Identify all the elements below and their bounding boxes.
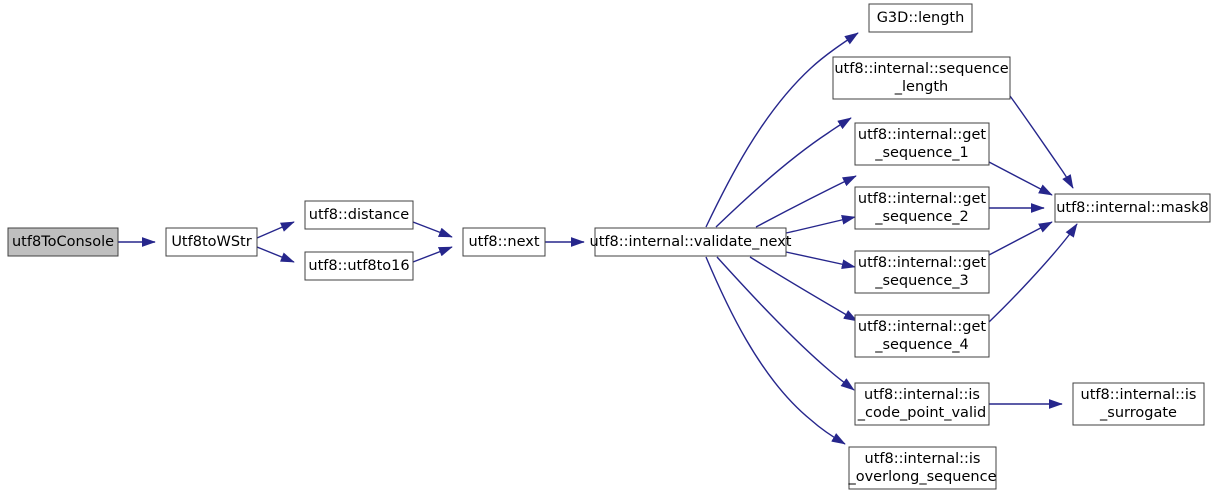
edge-utf8-internal-validate-next-to-utf8-internal-get-sequence-4: [749, 256, 858, 322]
node-box-utf8-internal-get-sequence-1[interactable]: [854, 122, 990, 166]
node-utf8-utf8to16[interactable]: utf8::utf8to16: [304, 251, 414, 281]
node-utf8-next[interactable]: utf8::next: [462, 227, 546, 257]
node-box-g3d-length[interactable]: [868, 3, 973, 33]
edge-utf8-utf8to16-to-utf8-next: [412, 246, 453, 263]
node-box-utf8-internal-sequence-length[interactable]: [832, 56, 1011, 100]
edge-utf8-internal-get-sequence-1-to-utf8-internal-mask8: [988, 161, 1053, 196]
node-utf8-internal-mask8[interactable]: utf8::internal::mask8: [1054, 193, 1211, 223]
node-box-utf8-internal-get-sequence-3[interactable]: [854, 250, 990, 294]
node-box-utf8-internal-get-sequence-4[interactable]: [854, 314, 990, 358]
edge-utf8-internal-validate-next-to-utf8-internal-get-sequence-1: [755, 175, 857, 228]
node-utf8towstr[interactable]: Utf8toWStr: [165, 227, 258, 257]
edge-utf8-internal-validate-next-to-utf8-internal-sequence-length: [715, 117, 852, 228]
node-box-utf8-next[interactable]: [462, 227, 546, 257]
edge-utf8-internal-validate-next-to-utf8-internal-get-sequence-3: [785, 251, 856, 269]
edge-utf8-internal-get-sequence-4-to-utf8-internal-mask8: [988, 223, 1078, 323]
node-box-utf8-internal-mask8[interactable]: [1054, 193, 1211, 223]
edge-utf8-internal-validate-next-to-g3d-length: [705, 32, 859, 228]
edges-layer: [118, 32, 1078, 445]
node-box-utf8-internal-validate-next[interactable]: [594, 227, 787, 257]
node-utf8-internal-is-surrogate[interactable]: utf8::internal::is_surrogate: [1072, 382, 1205, 426]
node-utf8-internal-validate-next[interactable]: utf8::internal::validate_next: [590, 227, 792, 257]
node-utf8toconsole[interactable]: utf8ToConsole: [7, 227, 119, 257]
node-utf8-internal-is-overlong-sequence[interactable]: utf8::internal::is_overlong_sequence: [847, 446, 997, 490]
edge-utf8-distance-to-utf8-next: [412, 221, 453, 238]
node-box-utf8-utf8to16[interactable]: [304, 251, 414, 281]
node-box-utf8-distance[interactable]: [304, 200, 414, 230]
edge-utf8-internal-validate-next-to-utf8-internal-get-sequence-2: [785, 215, 856, 234]
edge-utf8-internal-get-sequence-3-to-utf8-internal-mask8: [988, 221, 1053, 256]
edge-utf8-internal-sequence-length-to-utf8-internal-mask8: [1009, 95, 1074, 189]
node-utf8-internal-get-sequence-2[interactable]: utf8::internal::get_sequence_2: [854, 186, 990, 230]
node-box-utf8-internal-is-code-point-valid[interactable]: [854, 382, 990, 426]
edge-utf8towstr-to-utf8-utf8to16: [256, 246, 295, 263]
node-utf8-internal-get-sequence-4[interactable]: utf8::internal::get_sequence_4: [854, 314, 990, 358]
edge-utf8-internal-validate-next-to-utf8-internal-is-overlong-sequence: [705, 256, 846, 445]
edge-utf8towstr-to-utf8-distance: [256, 221, 295, 239]
node-utf8-internal-is-code-point-valid[interactable]: utf8::internal::is_code_point_valid: [854, 382, 990, 426]
node-utf8-internal-get-sequence-3[interactable]: utf8::internal::get_sequence_3: [854, 250, 990, 294]
node-box-utf8towstr[interactable]: [165, 227, 258, 257]
node-box-utf8-internal-is-overlong-sequence[interactable]: [848, 446, 997, 490]
node-box-utf8toconsole[interactable]: [7, 227, 119, 257]
node-utf8-internal-sequence-length[interactable]: utf8::internal::sequence_length: [832, 56, 1011, 100]
node-utf8-internal-get-sequence-1[interactable]: utf8::internal::get_sequence_1: [854, 122, 990, 166]
node-utf8-distance[interactable]: utf8::distance: [304, 200, 414, 230]
node-box-utf8-internal-get-sequence-2[interactable]: [854, 186, 990, 230]
edge-utf8-internal-validate-next-to-utf8-internal-is-code-point-valid: [716, 256, 855, 391]
node-box-utf8-internal-is-surrogate[interactable]: [1072, 382, 1205, 426]
node-g3d-length[interactable]: G3D::length: [868, 3, 973, 33]
